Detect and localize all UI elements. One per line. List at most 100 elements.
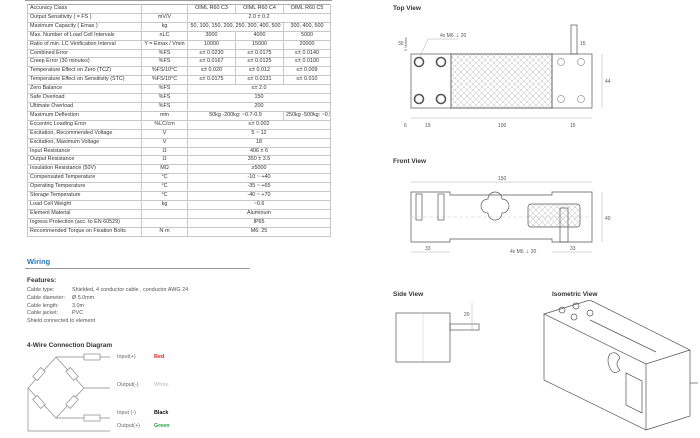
row-value: ≤± 0.0175 [187, 75, 236, 86]
wiring-divider [25, 268, 250, 269]
row-unit: %LC/cm [141, 119, 188, 130]
row-label: Insulation Resistance (50V) [27, 164, 142, 175]
row-label: Creep Error (30 minutes) [27, 57, 142, 68]
row-unit: kg [141, 199, 188, 210]
front-left-dim: 33 [425, 246, 431, 252]
row-value: OIML R60 C5 [283, 4, 331, 14]
features-heading: Features: [27, 277, 57, 284]
isometric-view-title: Isometric View [552, 291, 598, 298]
row-unit: V [141, 128, 188, 139]
row-value: -35 ~ +65 [187, 182, 331, 193]
wire-label: Output(-) [117, 382, 139, 388]
isometric-view-drawing [543, 300, 698, 431]
side-view-title: Side View [393, 291, 424, 298]
row-unit: V [141, 137, 188, 148]
wiring-heading: Wiring [27, 257, 51, 266]
side-dim: 20 [464, 312, 470, 318]
row-value: 15000 [235, 39, 284, 50]
row-unit: Y = Emax / Vmin [141, 39, 188, 50]
feature-value: Shielded, 4 conductor cable , conductor … [72, 287, 189, 293]
feature-value: 3.0m [72, 302, 84, 309]
table-row: Storage Temperature°C-40 ~ +70 [27, 191, 331, 201]
front-view-title: Front View [393, 158, 427, 165]
table-row: Temperature Effect on Sensitivity (STC)%… [27, 75, 331, 86]
row-unit: %FS [141, 93, 188, 103]
row-unit: °C [141, 191, 188, 201]
row-unit: °C [141, 173, 188, 184]
table-row: Combined Error%FS≤± 0.0230≤± 0.0175≤± 0.… [27, 48, 331, 59]
row-value: ≤± 0.0230 [187, 48, 236, 59]
row-unit [141, 4, 188, 14]
front-length-dim: 150 [498, 176, 507, 182]
row-label: Temperature Effect on Sensitivity (STC) [27, 75, 142, 86]
row-value: ≤± 0.0100 [283, 57, 331, 68]
top-divider [25, 0, 332, 1]
top-view-drawing: 4x M6 ⊥ 20 15 44 30 2 Holes 6 19 100 15 [398, 24, 611, 129]
row-value: 50kg -200kg: ~0.7-0.9 [187, 110, 284, 121]
row-label: Compensated Temperature [27, 173, 142, 184]
row-value: OIML R60 C4 [235, 4, 284, 14]
row-label: Output Resistance [27, 155, 142, 166]
row-value: 5000 [283, 30, 331, 41]
row-value: ~0.6 [187, 199, 331, 210]
row-value: -10 ~ +40 [187, 173, 331, 184]
top-left-holes-label: 2 Holes [403, 37, 408, 51]
row-unit: %FS [141, 101, 188, 112]
row-value: 5 ~ 12 [187, 128, 331, 139]
row-value: ≤± 0.0140 [283, 48, 331, 59]
row-value: ≤± 0.0131 [235, 75, 284, 86]
table-row: Eccentric Loading Error%LC/cm≤± 0.002 [27, 119, 331, 130]
wire-label: Input (-) [117, 410, 136, 416]
row-label: Output Sensitivity ( = FS ) [27, 12, 142, 23]
table-row: Operating Temperature°C-35 ~ +65 [27, 182, 331, 193]
top-cable-dim: 15 [580, 41, 586, 47]
row-label: Ultimate Overload [27, 101, 142, 112]
row-label: Storage Temperature [27, 191, 142, 201]
row-value: ≤± 0.0175 [235, 48, 284, 59]
row-unit: %FS/10°C [141, 75, 188, 86]
row-unit [141, 217, 188, 228]
front-height-dim: 40 [605, 216, 611, 222]
table-row: Creep Error (30 minutes)%FS≤± 0.0167≤± 0… [27, 57, 331, 68]
row-value: ≤± 0.0125 [235, 57, 284, 68]
feature-key: Cable length: [27, 302, 59, 309]
row-label: Max. Number of Load Cell Intervals [27, 30, 142, 41]
row-label: Recommended Torque on Fixation Bolts [27, 226, 142, 237]
row-value: 150 [187, 93, 331, 103]
row-value: 200 [187, 101, 331, 112]
row-value: 250kg -500kg: ~0.9-1.3 [283, 110, 331, 121]
table-row: Ingress Protection (acc. to EN 60529)IP6… [27, 217, 331, 228]
row-unit: mV/V [141, 12, 188, 23]
row-value: 18 [187, 137, 331, 148]
row-unit: N·m [141, 226, 188, 237]
bridge-diagram [27, 353, 110, 432]
top-left-dim: 30 [398, 41, 404, 47]
row-value: 10000 [187, 39, 236, 50]
diagram-heading: 4-Wire Connection Diagram [27, 342, 113, 349]
row-value: OIML R60 C3 [187, 4, 236, 14]
row-unit: MΩ [141, 164, 188, 175]
wire-color: White [154, 382, 169, 388]
row-value: 4000 [235, 30, 284, 41]
row-unit: kg [141, 21, 188, 32]
row-value: ≤± 0.002 [187, 119, 331, 130]
row-label: Operating Temperature [27, 182, 142, 193]
top-view-title: Top View [393, 5, 421, 12]
row-value: 2.0 ± 0.2 [187, 12, 331, 23]
wire-label: Output(+) [117, 423, 140, 429]
row-value: ≤± 0.010 [283, 75, 331, 86]
row-value: 406 ± 6 [187, 146, 331, 157]
row-value: -40 ~ +70 [187, 191, 331, 201]
row-unit: %FS [141, 57, 188, 68]
top-dim-c: 100 [498, 123, 507, 129]
wire-color: Black [154, 410, 169, 416]
